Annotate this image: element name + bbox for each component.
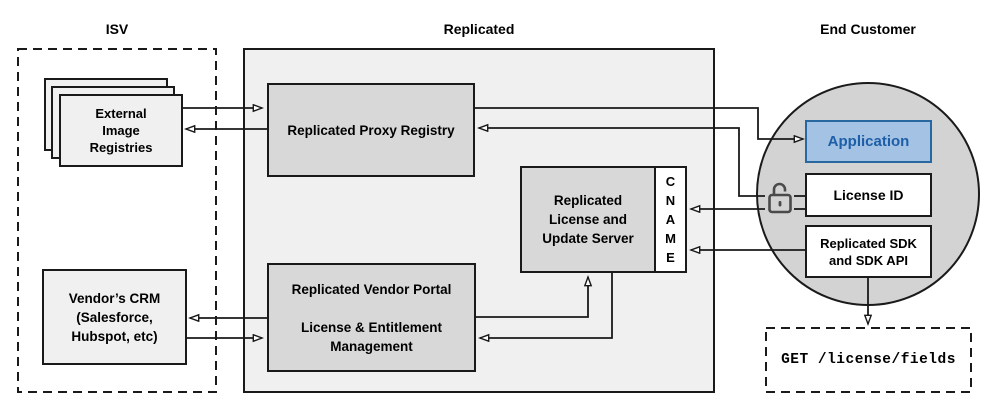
node-application: Application: [805, 120, 932, 163]
license-id-label: License ID: [833, 187, 904, 203]
node-license-id: License ID: [805, 173, 932, 217]
replicated-section-title: Replicated: [443, 21, 515, 37]
application-label: Application: [827, 133, 910, 150]
vendor-portal-label: Replicated Vendor Portal License & Entit…: [291, 281, 452, 354]
isv-dashed-border: [17, 48, 217, 393]
node-sdk: Replicated SDK and SDK API: [805, 225, 932, 278]
node-proxy-registry: Replicated Proxy Registry: [267, 83, 475, 177]
external-image-registries-label: External Image Registries: [89, 106, 153, 155]
unlock-icon: [768, 182, 792, 214]
end-customer-section-title: End Customer: [820, 21, 916, 37]
node-vendor-portal: Replicated Vendor Portal License & Entit…: [267, 263, 476, 372]
edge-license-server-to-portal: [480, 273, 613, 338]
edge-licenseid-to-proxy: [479, 128, 765, 197]
node-external-image-registries: External Image Registries: [59, 94, 183, 167]
edge-proxy-to-application: [475, 107, 803, 139]
node-vendors-crm: Vendor’s CRM (Salesforce, Hubspot, etc): [42, 269, 187, 365]
license-update-server-label: Replicated License and Update Server: [522, 168, 654, 271]
vendors-crm-label: Vendor’s CRM (Salesforce, Hubspot, etc): [68, 290, 161, 344]
get-endpoint-label: GET /license/fields: [781, 352, 956, 368]
keyhole: [778, 201, 782, 207]
cname-label: CNAME: [665, 174, 676, 265]
isv-section-title: ISV: [105, 21, 129, 37]
cname-strip: CNAME: [654, 168, 685, 271]
node-get-endpoint: GET /license/fields: [766, 328, 971, 392]
edge-portal-to-license-server: [476, 277, 588, 318]
node-license-update-server: Replicated License and Update Server CNA…: [520, 166, 687, 273]
sdk-label: Replicated SDK and SDK API: [820, 235, 917, 268]
proxy-registry-label: Replicated Proxy Registry: [287, 122, 455, 138]
